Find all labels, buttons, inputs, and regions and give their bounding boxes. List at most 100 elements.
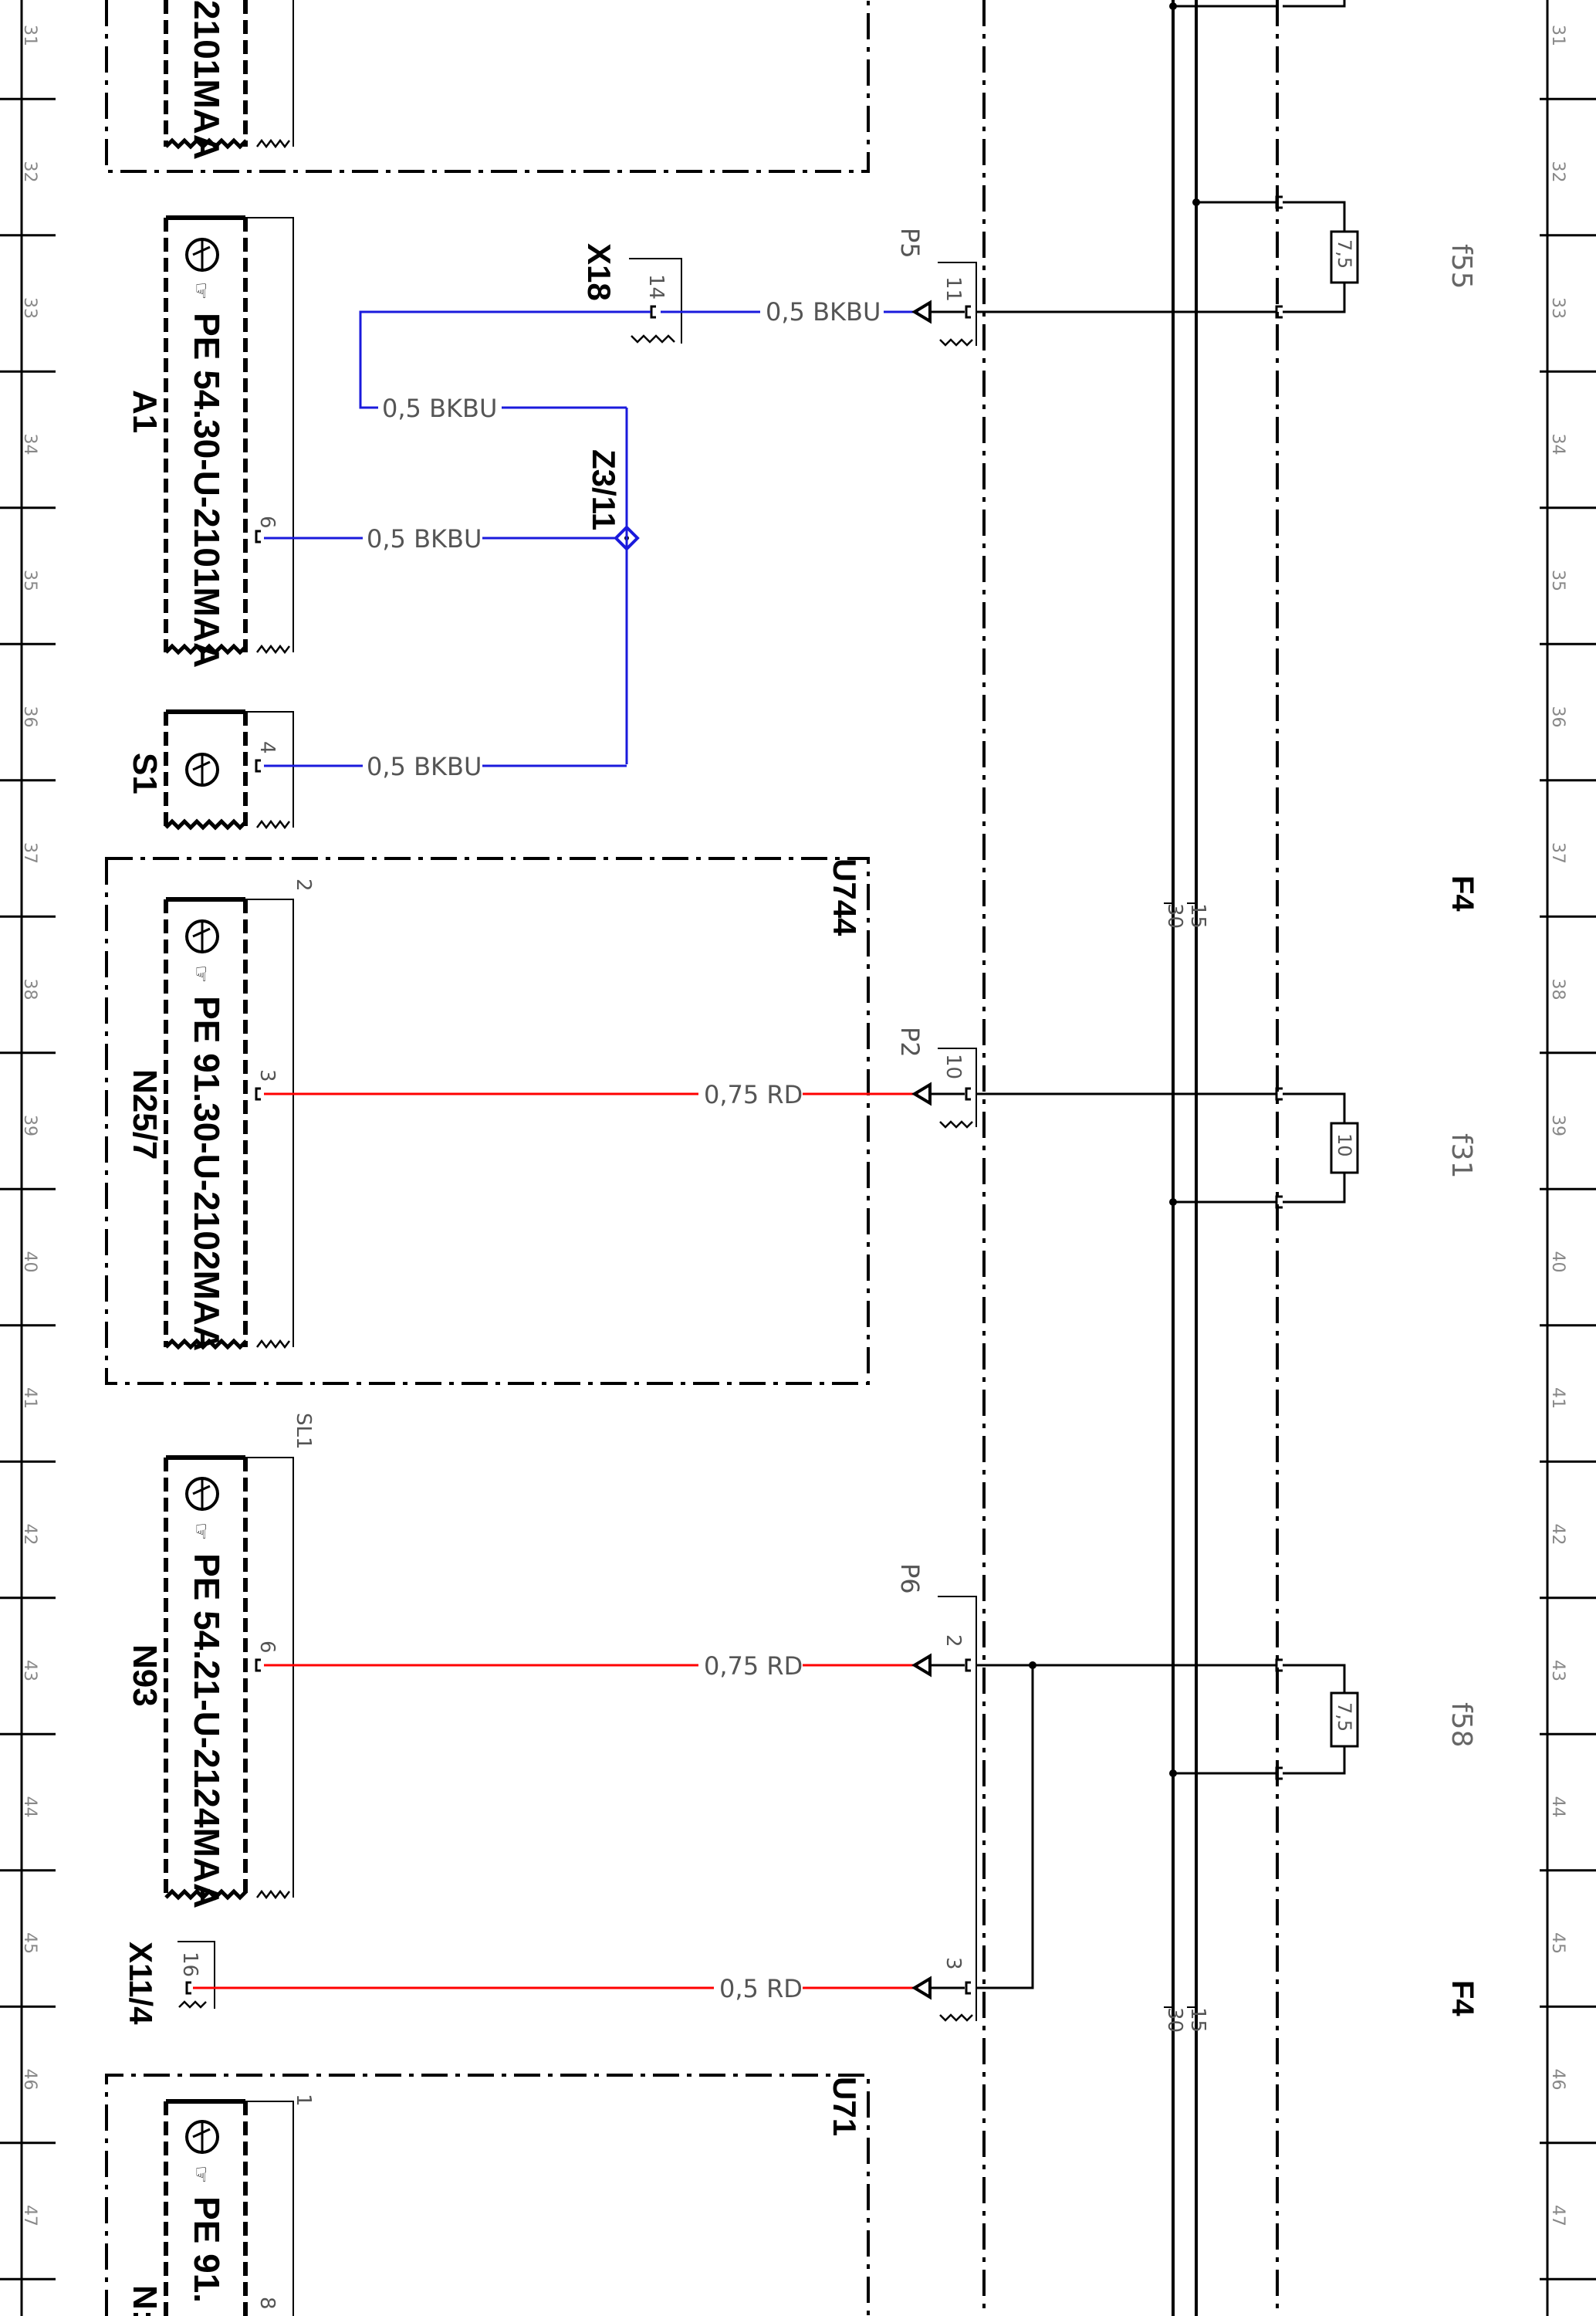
fuse-f55[interactable]: 7,5 f55 (976, 195, 1477, 319)
ruler-label: 39 (1548, 1115, 1567, 1136)
sl1-label: SL1 (292, 1413, 315, 1450)
ruler-label: 42 (20, 1524, 39, 1546)
ruler-label: 35 (1548, 570, 1567, 591)
pointing-hand-icon: ☞ (190, 282, 213, 300)
z3-label: Z3/11 (586, 449, 622, 530)
pointing-hand-icon: ☞ (190, 1522, 213, 1540)
bus-labels-1: 30 15 (1163, 903, 1209, 929)
ruler-label: 37 (1548, 842, 1567, 864)
ruler-label: 32 (20, 161, 39, 183)
connector-p5[interactable]: P5 11 (895, 228, 977, 347)
bus-labels-2: 30 15 (1163, 2007, 1209, 2033)
bus-label-30: 30 (1163, 903, 1186, 929)
wire-x18-z3[interactable]: 0,5 BKBU (359, 310, 651, 764)
p2-pin: 10 (942, 1054, 965, 1079)
component-n93[interactable]: SL1 ☞ PE 54.21-U-2124MAA N93 6 (126, 1413, 315, 1908)
wire-p6-n93[interactable]: 0,75 RD (264, 1651, 918, 1681)
n25-code: PE 91.30-U-2102MAA (187, 996, 227, 1351)
a1-code: PE 54.30-U-2101MAA (187, 313, 227, 668)
wire-label: 0,5 BKBU (382, 394, 497, 423)
n25-label: N25/7 (126, 1069, 164, 1160)
connector-x18[interactable]: X18 14 (581, 243, 682, 344)
fuse-rating: 7,5 (1334, 239, 1355, 269)
connector-p2[interactable]: P2 10 (895, 1027, 977, 1129)
top-partial-module[interactable]: 2101MAA (105, 0, 870, 173)
meter-icon (185, 919, 219, 953)
ruler-label: 31 (1548, 25, 1567, 46)
fusebox-label: F4 (1446, 1980, 1479, 2016)
wire-label: 0,75 RD (704, 1080, 803, 1109)
x11-label: X11/4 (123, 1942, 159, 2025)
ruler-label: 46 (20, 2069, 39, 2091)
u71-wire-in: 1 (292, 2094, 315, 2107)
p6-label: P6 (895, 1563, 925, 1594)
fuse-rating: 10 (1334, 1133, 1355, 1157)
s1-pin: 4 (255, 741, 279, 754)
ruler-label: 41 (1548, 1387, 1567, 1409)
wire-p2-n25[interactable]: 0,75 RD (264, 1080, 918, 1109)
s1-label: S1 (126, 753, 164, 794)
ruler-label: 38 (20, 979, 39, 1001)
bottom-partial-pin: 8 (255, 2297, 279, 2310)
ruler-label: 44 (20, 1796, 39, 1818)
ruler-label: 41 (20, 1387, 39, 1409)
component-a1[interactable]: ☞ PE 54.30-U-2101MAA A1 6 (126, 215, 294, 668)
ruler-label: 43 (1548, 1660, 1567, 1681)
n93-code: PE 54.21-U-2124MAA (187, 1553, 227, 1908)
splice-z3[interactable]: Z3/11 (586, 449, 640, 551)
module-u71[interactable]: U71 (105, 2074, 870, 2316)
ruler-label: 46 (1548, 2069, 1567, 2091)
wire-label: 0,5 RD (719, 1974, 803, 2003)
fuse-label: f55 (1446, 244, 1477, 289)
u71-label: U71 (827, 2077, 863, 2136)
wire-p6-x11[interactable]: 0,5 RD (193, 1974, 918, 2003)
ruler-label: 44 (1548, 1796, 1567, 1818)
bottom-partial-code: PE 91. (187, 2196, 227, 2303)
meter-icon (185, 238, 219, 272)
meter-icon (185, 1477, 219, 1511)
component-bottom-partial[interactable]: 1 ☞ PE 91. N: 8 (126, 2094, 315, 2316)
component-s1[interactable]: S1 4 (126, 709, 294, 831)
wire-z3-a1[interactable]: 0,5 BKBU (264, 524, 616, 554)
p6-pin-b: 3 (942, 1957, 965, 1970)
x18-pin: 14 (644, 274, 668, 300)
fusebox-label: F4 (1446, 875, 1479, 912)
fuse-f58[interactable]: 7,5 f58 (976, 1658, 1477, 1989)
ruler-label: 38 (1548, 979, 1567, 1001)
n93-pin: 6 (255, 1640, 279, 1654)
wire-p5-x18[interactable]: 0,5 BKBU (661, 297, 918, 327)
fuse-label: f58 (1446, 1702, 1477, 1747)
ruler-label: 47 (20, 2205, 39, 2226)
ruler-label: 40 (20, 1251, 39, 1273)
ruler-label: 32 (1548, 161, 1567, 183)
connector-p6[interactable]: P6 2 3 (895, 1563, 977, 2022)
ruler-label: 40 (1548, 1251, 1567, 1273)
ruler-label: 42 (1548, 1524, 1567, 1546)
wire-z3-s1[interactable]: 0,5 BKBU (264, 752, 627, 781)
fuse-fragment-top (1169, 0, 1346, 10)
pointing-hand-icon: ☞ (190, 965, 213, 983)
ruler-label: 31 (20, 25, 39, 46)
ruler-label: 37 (20, 842, 39, 864)
connector-x11[interactable]: X11/4 16 (123, 1941, 215, 2025)
wire-label: 0,5 BKBU (766, 297, 881, 327)
pointing-hand-icon: ☞ (190, 2165, 213, 2183)
ruler-label: 36 (1548, 706, 1567, 728)
p2-label: P2 (895, 1027, 925, 1058)
x11-pin: 16 (178, 1952, 201, 1977)
bottom-partial-label: N: (126, 2285, 164, 2316)
wire-label: 0,5 BKBU (367, 752, 482, 781)
module-u744[interactable]: U744 (105, 857, 870, 1385)
component-n25[interactable]: 2 ☞ PE 91.30-U-2102MAA N25/7 3 (126, 879, 315, 1351)
ruler-label: 33 (20, 297, 39, 319)
fuse-f31[interactable]: 10 f31 (976, 1087, 1477, 1209)
ruler-label: 34 (20, 434, 39, 455)
top-partial-code: 2101MAA (187, 0, 227, 160)
p6-pin-a: 2 (942, 1634, 965, 1647)
ruler-label: 35 (20, 570, 39, 591)
ruler-label: 47 (1548, 2205, 1567, 2226)
